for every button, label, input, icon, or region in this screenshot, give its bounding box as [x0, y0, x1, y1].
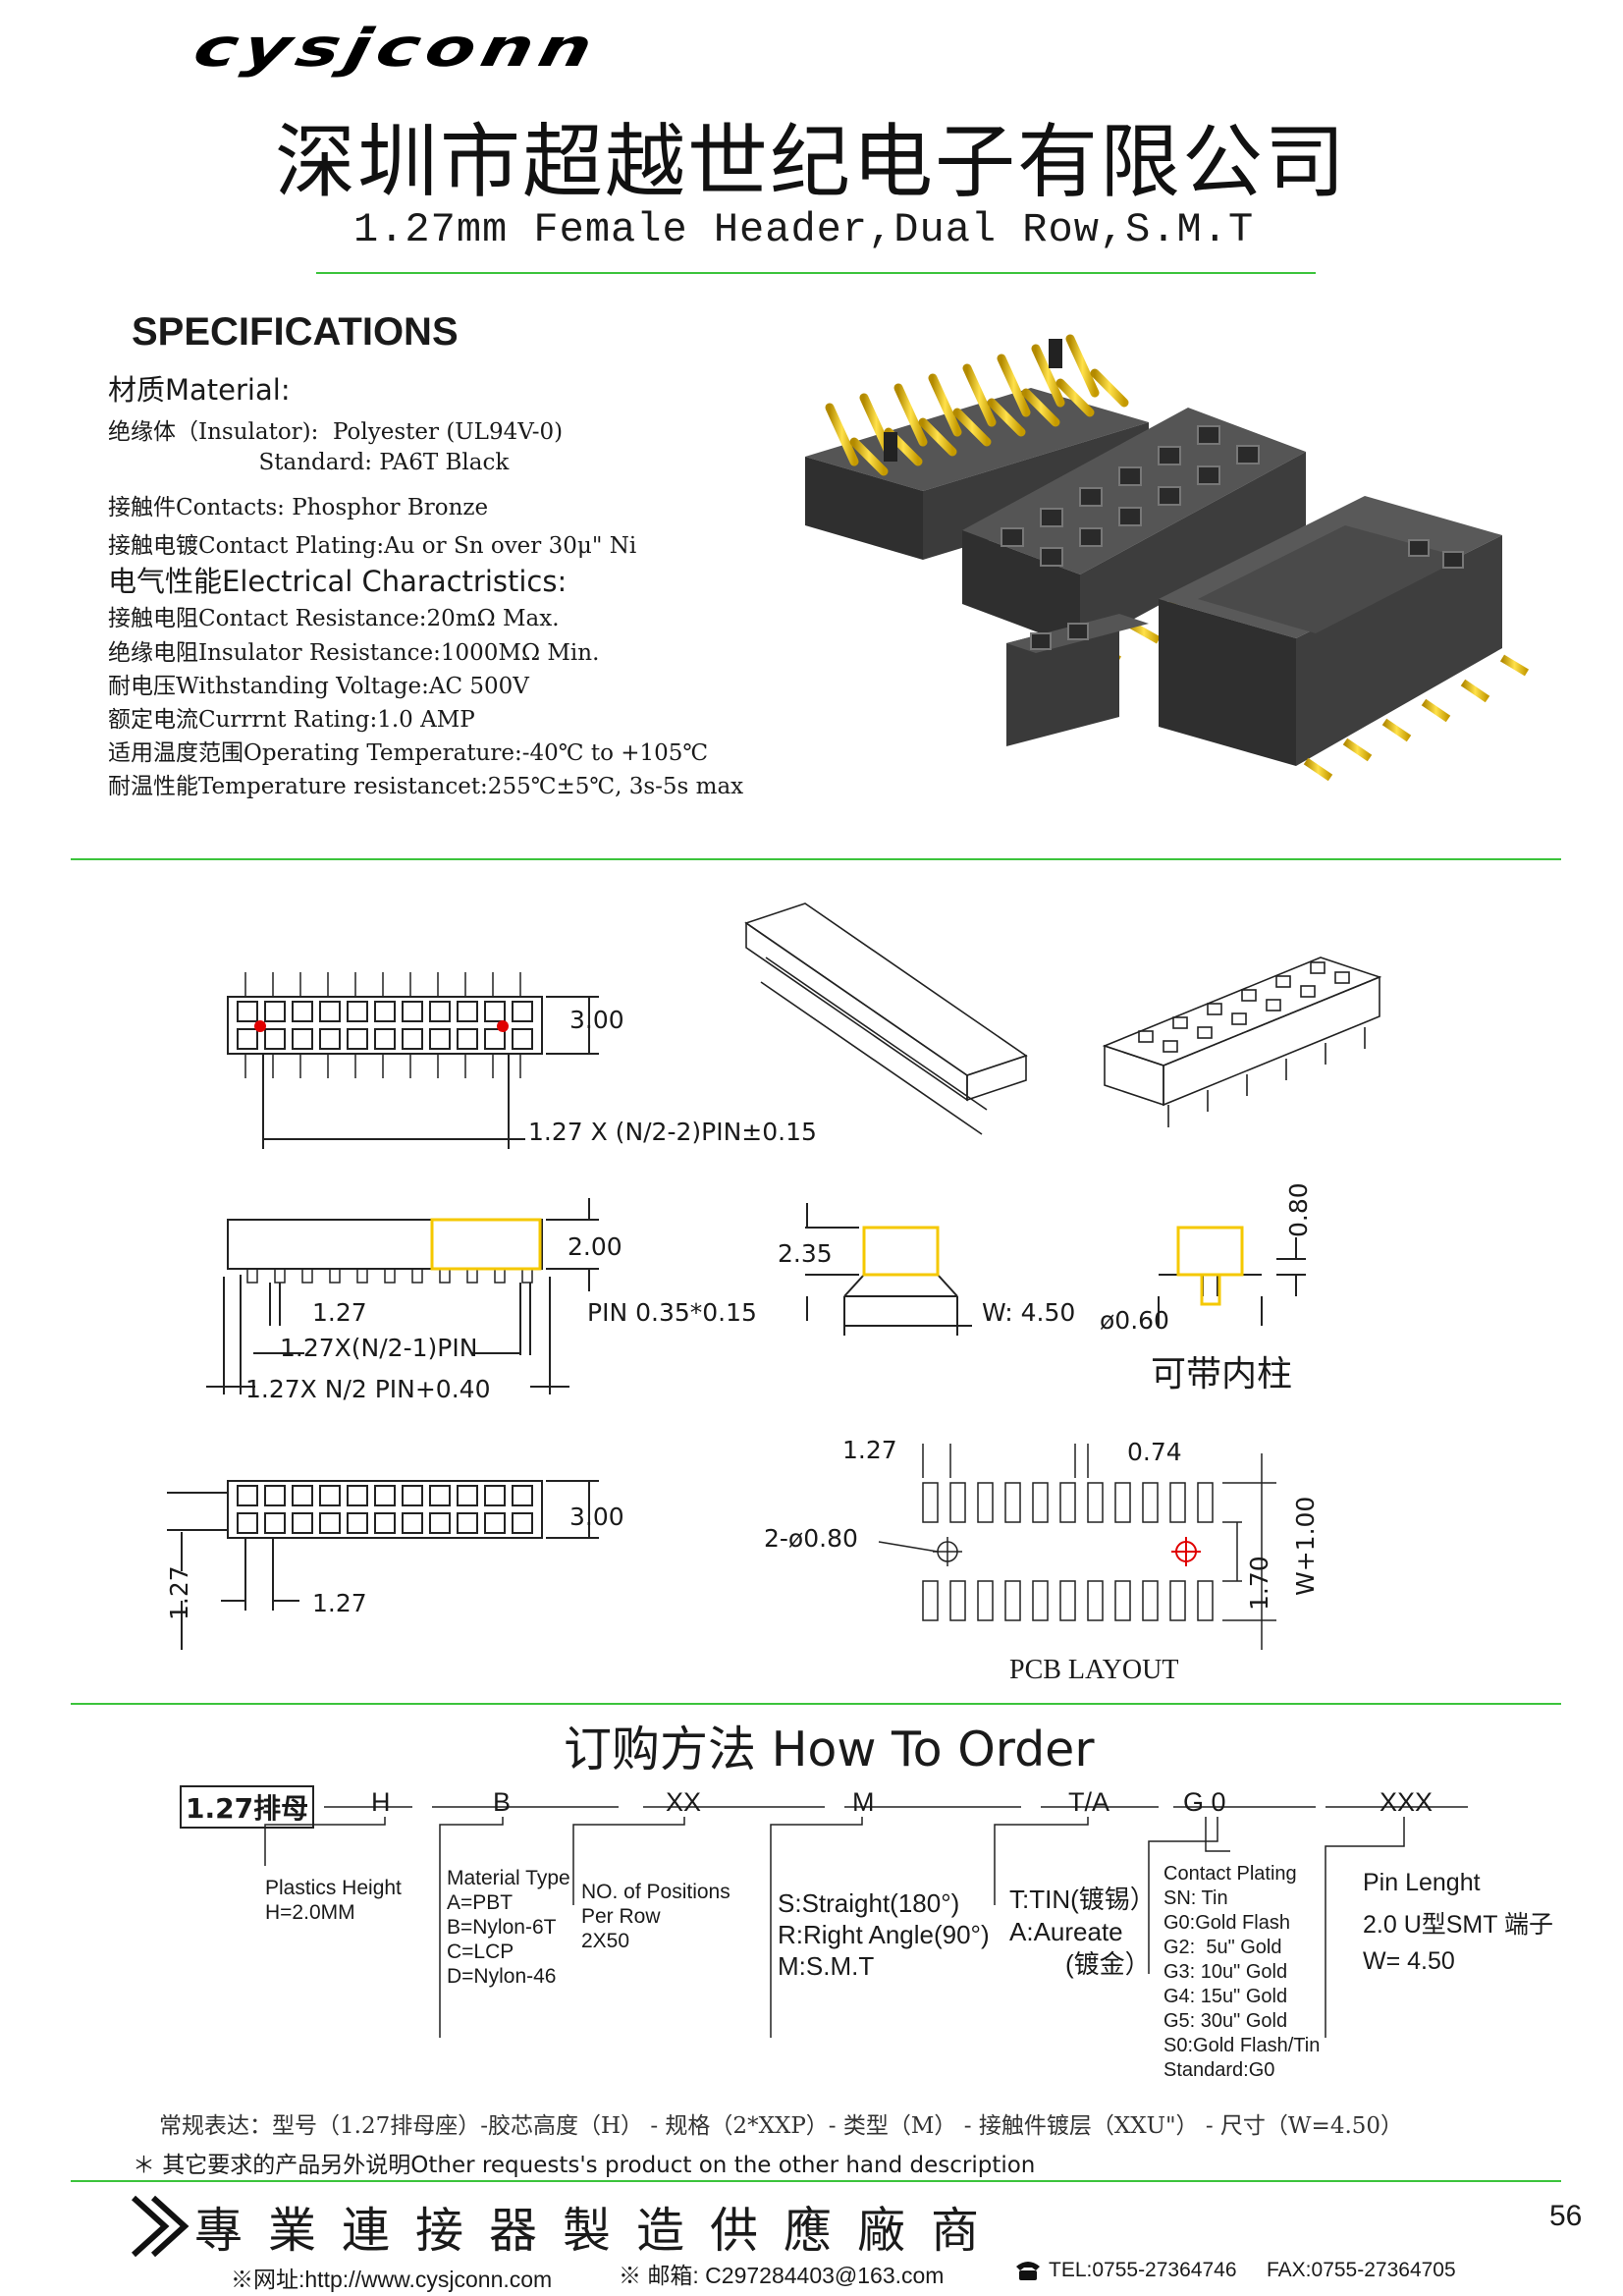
top-view [227, 972, 599, 1149]
spec-line: 接触电镀Contact Plating:Au or Sn over 30μ" N… [108, 533, 637, 559]
chevron-logo-icon [131, 2195, 189, 2258]
technical-drawing [167, 902, 1382, 1650]
order-note-expression: 常规表达：型号（1.27排母座）-胶芯高度（H） - 规格（2*XXP）- 类型… [159, 2113, 1404, 2139]
code-xx: XX [666, 1787, 702, 1817]
label-material: Material Type A=PBT B=Nylon-6T C=LCP D=N… [447, 1867, 570, 1988]
material-heading: 材质Material: [108, 373, 291, 407]
label-pin-length: Pin Lenght [1363, 1869, 1481, 1896]
code-b: B [493, 1787, 512, 1817]
connector-female [962, 408, 1306, 664]
code-ta: T/A [1068, 1787, 1110, 1817]
label-plating-tin: T:TIN(镀锡） [1009, 1885, 1156, 1914]
order-code-lines [264, 1806, 1468, 2038]
dim-post-diameter: ø0.60 [1100, 1306, 1169, 1335]
code-m: M [852, 1787, 875, 1817]
product-title: 1.27mm Female Header,Dual Row,S.M.T [353, 206, 1255, 253]
post-note: 可带内柱 [1151, 1354, 1293, 1394]
section-rule [71, 1703, 1561, 1705]
code-xxx: XXX [1380, 1787, 1434, 1817]
dim-pcb-hole: 2-ø0.80 [764, 1524, 858, 1553]
dim-post-height: 0.80 [1284, 1182, 1313, 1237]
spec-title: SPECIFICATIONS [132, 310, 459, 354]
dim-side-height: 2.00 [568, 1232, 622, 1261]
part-base: 1.27排母 [180, 1785, 315, 1829]
label-pin-type: 2.0 U型SMT 端子 [1363, 1911, 1554, 1939]
post-view [1158, 1227, 1306, 1326]
dim-pcb-pitch: 1.27 [842, 1436, 897, 1464]
gold-contact-highlight [430, 1218, 1244, 1306]
page-number: 56 [1549, 2200, 1583, 2232]
side-view [206, 1198, 599, 1394]
dim-top-height: 3.00 [569, 1006, 624, 1034]
header-rule [316, 272, 1316, 274]
code-h: H [371, 1787, 391, 1817]
dim-end-height: 2.35 [778, 1239, 833, 1268]
dim-end-width: W: 4.50 [982, 1298, 1076, 1327]
pcb-layout [878, 1444, 1276, 1650]
end-view [805, 1203, 972, 1336]
red-hole-marker [1171, 1537, 1201, 1566]
spec-line: Standard: PA6T Black [108, 450, 510, 475]
footer-fax: FAX:0755-27364705 [1267, 2259, 1456, 2281]
spec-line: 耐电压Withstanding Voltage:AC 500V [108, 674, 529, 699]
red-post-marker [254, 1020, 509, 1032]
label-plating-gold-cn: (镀金） [1065, 1949, 1151, 1979]
dim-bottom-pitch-v: 1.27 [165, 1565, 193, 1620]
dim-side-pin: PIN 0.35*0.15 [587, 1298, 757, 1327]
dim-side-length1: 1.27X(N/2-1)PIN [280, 1334, 478, 1362]
dim-top-pitch: 1.27 X (N/2-2)PIN±0.15 [528, 1118, 817, 1146]
spec-line: 绝缘电阻Insulator Resistance:1000MΩ Min. [108, 640, 600, 666]
isometric-view-pins [744, 902, 1028, 1135]
phone-icon [1016, 2262, 1040, 2280]
spec-line: 绝缘体（Insulator): Polyester (UL94V-0) [108, 419, 564, 445]
spec-line: 接触电阻Contact Resistance:20mΩ Max. [108, 606, 560, 631]
label-pin-width: W= 4.50 [1363, 1947, 1455, 1975]
dim-pcb-gap: 1.70 [1245, 1556, 1273, 1611]
label-positions: NO. of Positions Per Row 2X50 [581, 1881, 730, 1952]
section-rule [71, 858, 1561, 860]
company-name: 深圳市超越世纪电子有限公司 [275, 116, 1348, 209]
electrical-heading: 电气性能Electrical Charactristics: [108, 565, 568, 598]
footer-email: ※ 邮箱: C297284403@163.com [619, 2263, 945, 2288]
spec-line: 接触件Contacts: Phosphor Bronze [108, 495, 489, 520]
spec-line: 耐温性能Temperature resistancet:255℃±5℃, 3s-… [108, 774, 744, 799]
footer-website: ※网址:http://www.cysjconn.com [231, 2267, 553, 2292]
code-g0: G 0 [1183, 1787, 1226, 1817]
spec-line: 适用温度范围Operating Temperature:-40℃ to +105… [108, 740, 709, 766]
dim-pcb-pad: 0.74 [1127, 1438, 1182, 1466]
order-title: 订购方法 How To Order [564, 1722, 1095, 1777]
label-contact-plating: Contact Plating SN: Tin G0:Gold Flash G2… [1163, 1863, 1321, 2081]
spec-line: 额定电流Currrnt Rating:1.0 AMP [108, 707, 475, 733]
connector-with-cap [1006, 496, 1530, 782]
dim-pcb-width: W+1.00 [1291, 1496, 1320, 1596]
footer-rule [71, 2180, 1561, 2182]
dim-side-pitch: 1.27 [312, 1298, 367, 1327]
product-illustration [805, 334, 1530, 782]
isometric-view-female [1102, 957, 1382, 1127]
label-height: Plastics Height H=2.0MM [265, 1877, 402, 1924]
pcb-layout-title: PCB LAYOUT [1009, 1655, 1179, 1685]
order-note-other: ＊ 其它要求的产品另外说明Other requests's product on… [133, 2153, 1036, 2178]
dim-side-length2: 1.27X N/2 PIN+0.40 [245, 1375, 491, 1403]
dim-bottom-pitch-h: 1.27 [312, 1589, 367, 1617]
bottom-view [167, 1480, 599, 1650]
company-logo: cysjconn [188, 18, 604, 79]
footer-slogan: 專業連接器製造供應廠商 [194, 2203, 1005, 2259]
connector-with-pins [805, 334, 1149, 560]
label-type: S:Straight(180°) R:Right Angle(90°) M:S.… [778, 1888, 990, 1981]
label-plating-gold: A:Aureate [1009, 1917, 1123, 1946]
footer-tel: TEL:0755-27364746 [1049, 2259, 1237, 2281]
dim-bottom-height: 3.00 [569, 1503, 624, 1531]
